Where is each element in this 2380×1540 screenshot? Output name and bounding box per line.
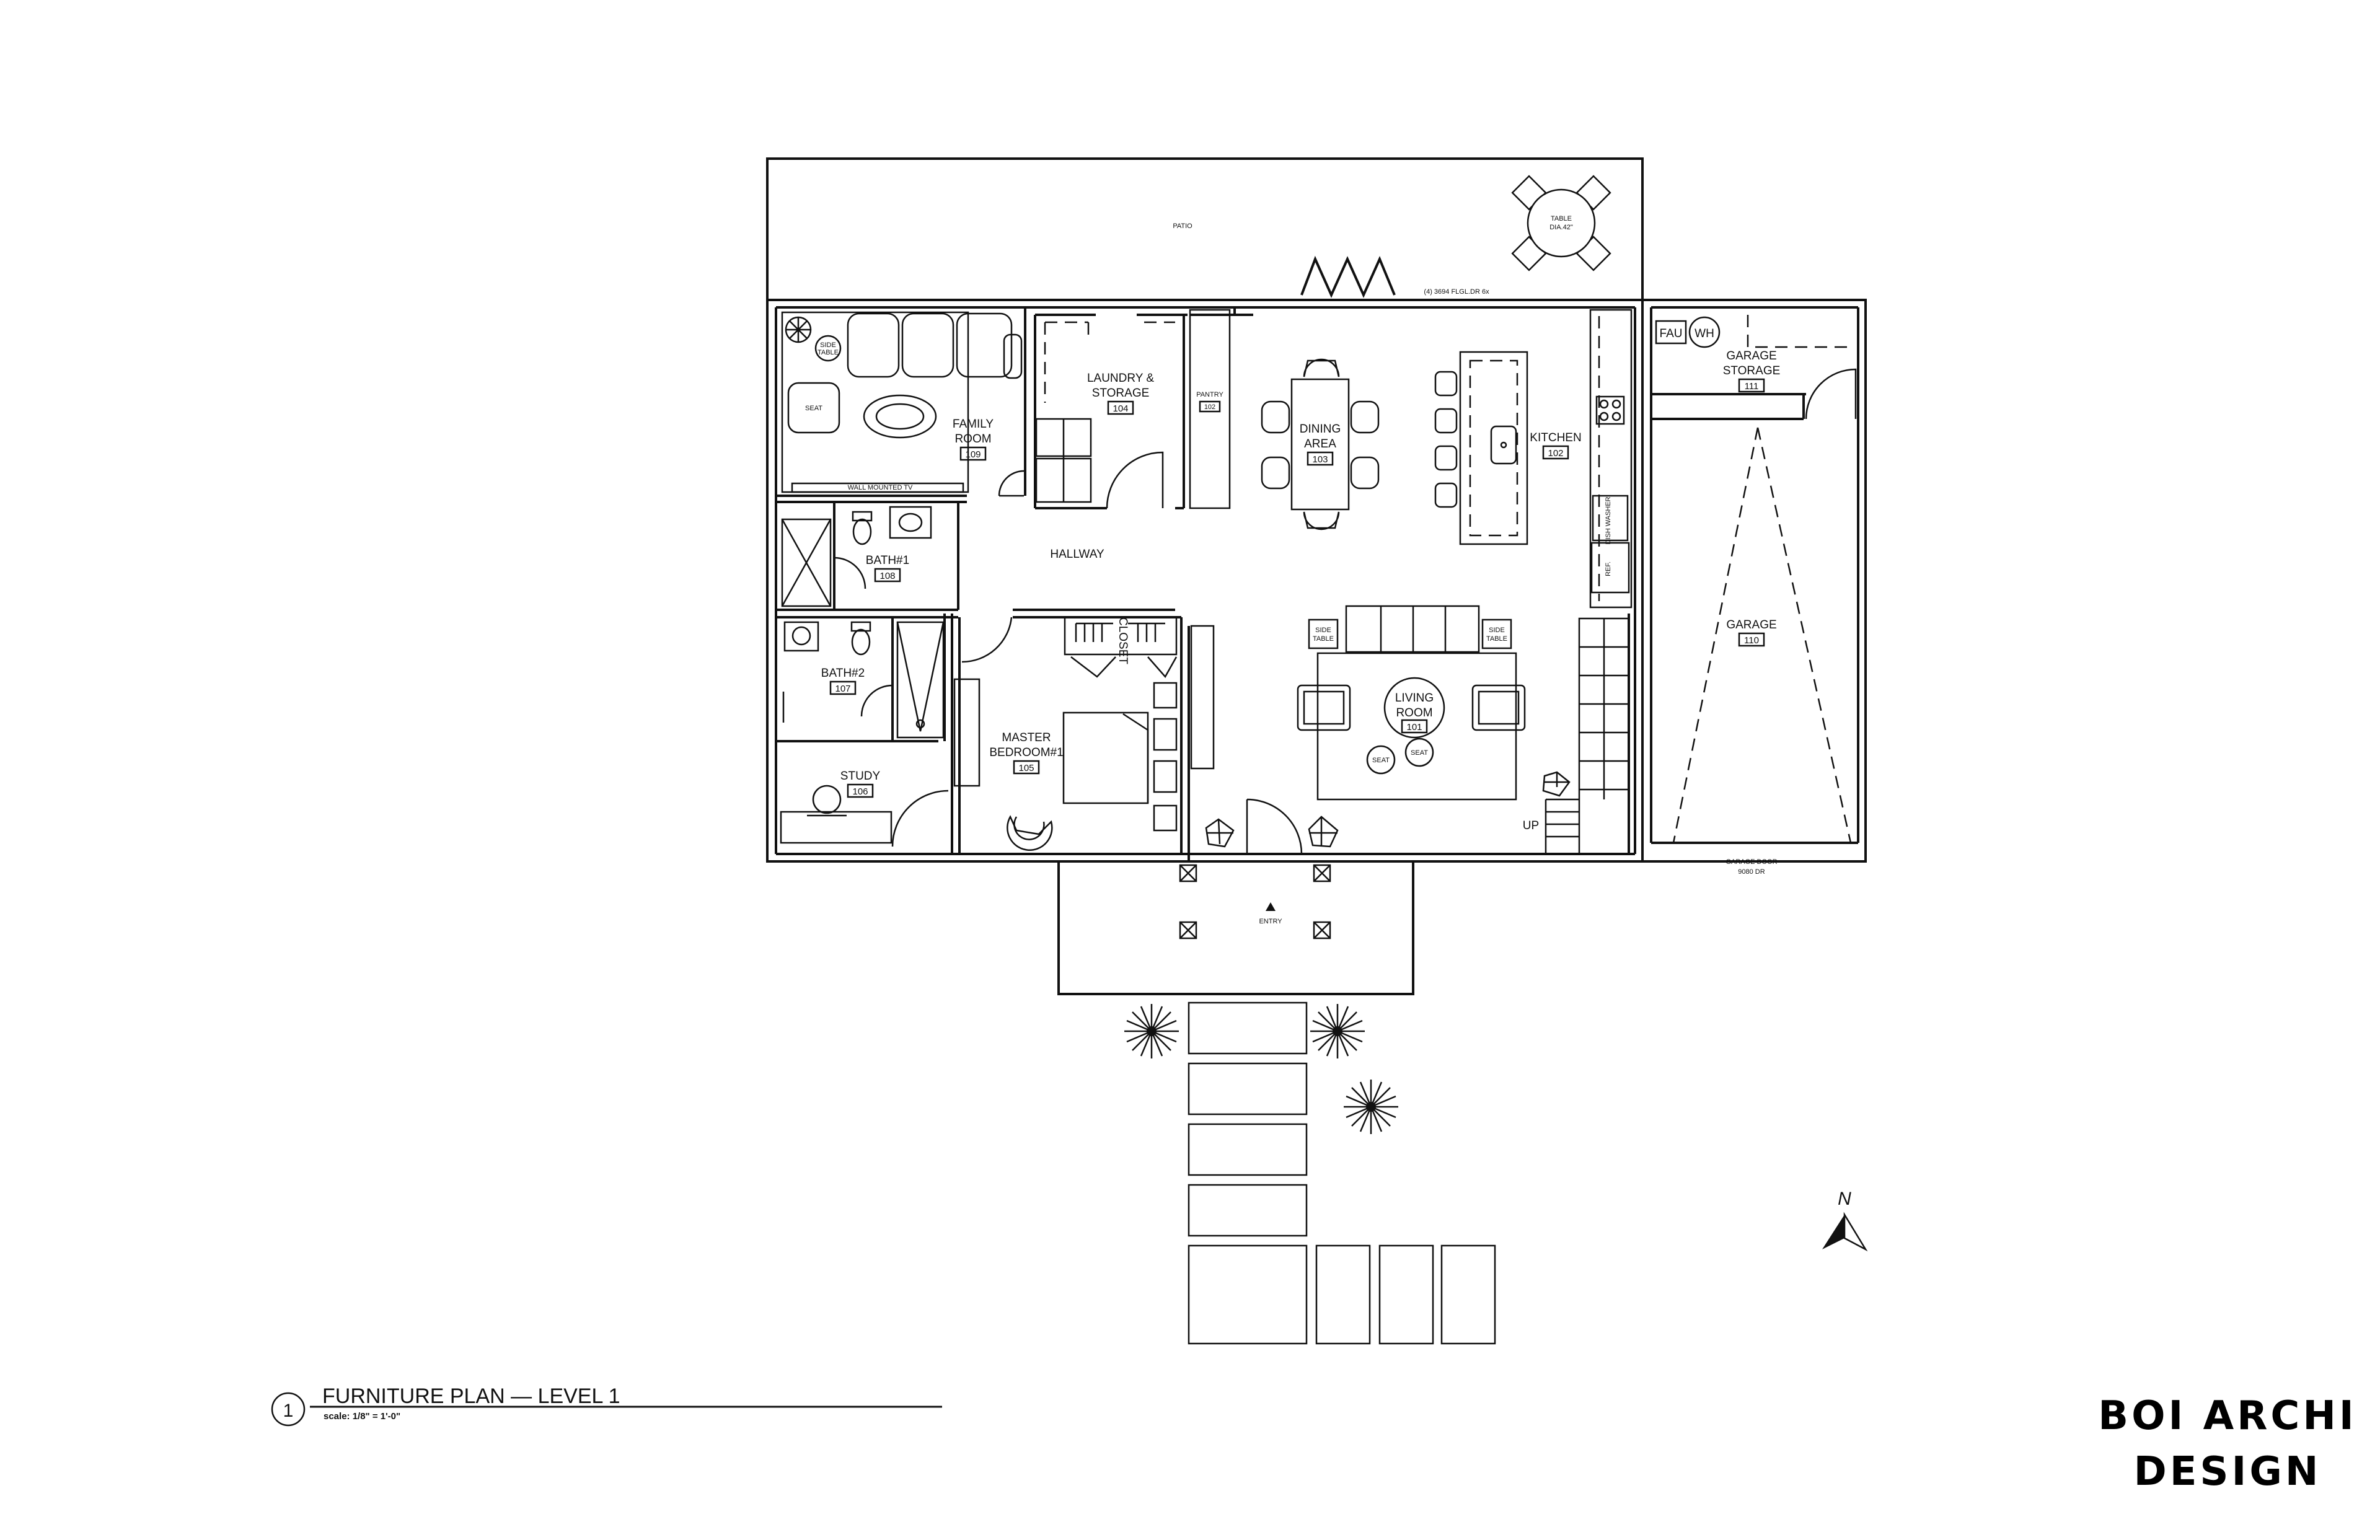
- bath1-number: 108: [879, 571, 895, 581]
- kitchen-name: KITCHEN: [1530, 431, 1581, 444]
- living-side-table-1-label-2: TABLE: [1313, 635, 1334, 643]
- refrigerator-label: REF.: [1605, 561, 1612, 576]
- dishwasher-label: DISH WASHER: [1605, 496, 1612, 544]
- living-seat-1-label: SEAT: [1372, 757, 1390, 764]
- dining-number: 103: [1312, 454, 1328, 465]
- bath2-number: 107: [835, 684, 850, 694]
- laundry-storage: LAUNDRY & STORAGE 104: [1024, 307, 1188, 509]
- family-room-name-2: ROOM: [954, 433, 991, 446]
- family-side-table-label: SIDE: [820, 341, 836, 349]
- stairs: UP: [1523, 614, 1644, 855]
- pantry-number: 102: [1204, 403, 1215, 411]
- garage-storage-number: 111: [1745, 381, 1759, 392]
- family-sofa: [847, 312, 1023, 379]
- closet: CLOSET: [1064, 616, 1178, 679]
- brand-logo: BOI ARCHI DESIGN: [2098, 1393, 2356, 1495]
- living-side-table-1-label: SIDE: [1315, 627, 1331, 634]
- living-side-table-2-label: SIDE: [1489, 627, 1505, 634]
- kitchen: DISH WASHER REF. KITCHEN 102: [1434, 309, 1633, 609]
- drawing-scale: scale: 1/8" = 1'-0": [324, 1411, 400, 1422]
- brand-line-2: DESIGN: [2134, 1449, 2322, 1495]
- garage-storage-name-2: STORAGE: [1723, 364, 1781, 377]
- garage-number: 110: [1744, 635, 1759, 646]
- master-bed: [1062, 682, 1178, 832]
- entry: ENTRY: [1057, 798, 1414, 995]
- living-number: 101: [1406, 722, 1422, 733]
- north-label: N: [1838, 1189, 1851, 1209]
- bath1-name: BATH#1: [866, 554, 909, 567]
- plant-icon: [1542, 771, 1571, 797]
- garage-storage: FAU WH GARAGE STORAGE 111: [1651, 315, 1857, 420]
- shrub-icon: [1310, 1004, 1365, 1058]
- living-room: SIDE TABLE SIDE TABLE LIVING ROOM 101 SE…: [1297, 605, 1526, 801]
- plant-icon: [1308, 816, 1339, 848]
- living-name-1: LIVING: [1395, 692, 1434, 705]
- stairs-up-label: UP: [1523, 819, 1539, 832]
- patio-table: TABLE DIA.42": [1511, 175, 1611, 271]
- plant-icon: [1205, 818, 1235, 848]
- wall-tv-label: WALL MOUNTED TV: [848, 484, 913, 491]
- drawing-title: FURNITURE PLAN — LEVEL 1: [322, 1384, 620, 1408]
- entry-label: ENTRY: [1259, 918, 1282, 925]
- garage-door-label-1: GARAGE DOOR: [1726, 858, 1777, 866]
- family-side-table-label-2: TABLE: [818, 349, 839, 356]
- bath-1: BATH#1 108: [776, 502, 959, 618]
- master-bedroom: CLOSET MASTER BEDROOM#1 105: [953, 609, 1215, 854]
- laundry-number: 104: [1113, 403, 1128, 414]
- brand-line-1: BOI ARCHI: [2098, 1393, 2356, 1439]
- plant-icon: [785, 316, 812, 343]
- dining-area: DINING AREA 103: [1261, 358, 1380, 530]
- master-number: 105: [1018, 763, 1034, 773]
- study: STUDY 106: [780, 614, 953, 854]
- fau-label: FAU: [1660, 327, 1683, 340]
- living-side-table-2-label-2: TABLE: [1486, 635, 1507, 643]
- kitchen-stools: [1434, 371, 1458, 508]
- garage-name: GARAGE: [1726, 618, 1776, 631]
- patio-table-label: TABLE: [1551, 215, 1572, 222]
- family-seat-label: SEAT: [805, 405, 822, 412]
- kitchen-number: 102: [1548, 448, 1563, 459]
- dining-name-2: AREA: [1304, 438, 1336, 451]
- exterior-walls: [766, 299, 1867, 863]
- laundry-name-2: STORAGE: [1092, 387, 1150, 400]
- shrub-icon: [1344, 1080, 1398, 1134]
- pathway: [1188, 1001, 1496, 1345]
- family-room-number: 109: [965, 449, 981, 460]
- pantry-label: PANTRY: [1196, 391, 1223, 398]
- garage: GARAGE 110 GARAGE DOOR 9080 DR: [1651, 427, 1858, 876]
- bath-2: BATH#2 107: [776, 617, 945, 742]
- north-arrow-icon: N: [1822, 1189, 1868, 1252]
- patio-label: PATIO: [1173, 222, 1192, 230]
- living-seat-2-label: SEAT: [1411, 749, 1428, 757]
- folding-door: [1300, 255, 1396, 298]
- patio: PATIO TABLE DIA.42" (4) 3694 FLGL.DR 6x: [766, 157, 1644, 301]
- closet-label: CLOSET: [1116, 617, 1129, 664]
- bath2-name: BATH#2: [821, 667, 865, 680]
- dining-name-1: DINING: [1300, 423, 1341, 436]
- title-block: 1 FURNITURE PLAN — LEVEL 1 scale: 1/8" =…: [271, 1384, 942, 1427]
- master-name-2: BEDROOM#1: [989, 746, 1063, 759]
- drawing-number: 1: [283, 1401, 294, 1421]
- study-name: STUDY: [840, 770, 881, 783]
- hallway-label: HALLWAY: [1050, 548, 1104, 561]
- family-room-name-1: FAMILY: [953, 418, 994, 431]
- master-name-1: MASTER: [1002, 731, 1051, 744]
- folding-door-label: (4) 3694 FLGL.DR 6x: [1424, 288, 1489, 296]
- patio-table-size: DIA.42": [1549, 224, 1573, 231]
- pantry: PANTRY 102: [1189, 307, 1253, 509]
- study-number: 106: [852, 786, 868, 797]
- garage-door-label-2: 9080 DR: [1738, 868, 1765, 876]
- laundry-name-1: LAUNDRY &: [1087, 372, 1154, 385]
- garage-storage-name-1: GARAGE: [1726, 350, 1776, 363]
- family-room: SIDE TABLE SEAT WALL MOUNTED TV FAMILY R…: [776, 311, 1025, 503]
- living-name-2: ROOM: [1396, 706, 1432, 719]
- shrub-icon: [1124, 1004, 1179, 1058]
- lounge-chair: [1007, 815, 1053, 851]
- water-heater-label: WH: [1695, 327, 1714, 340]
